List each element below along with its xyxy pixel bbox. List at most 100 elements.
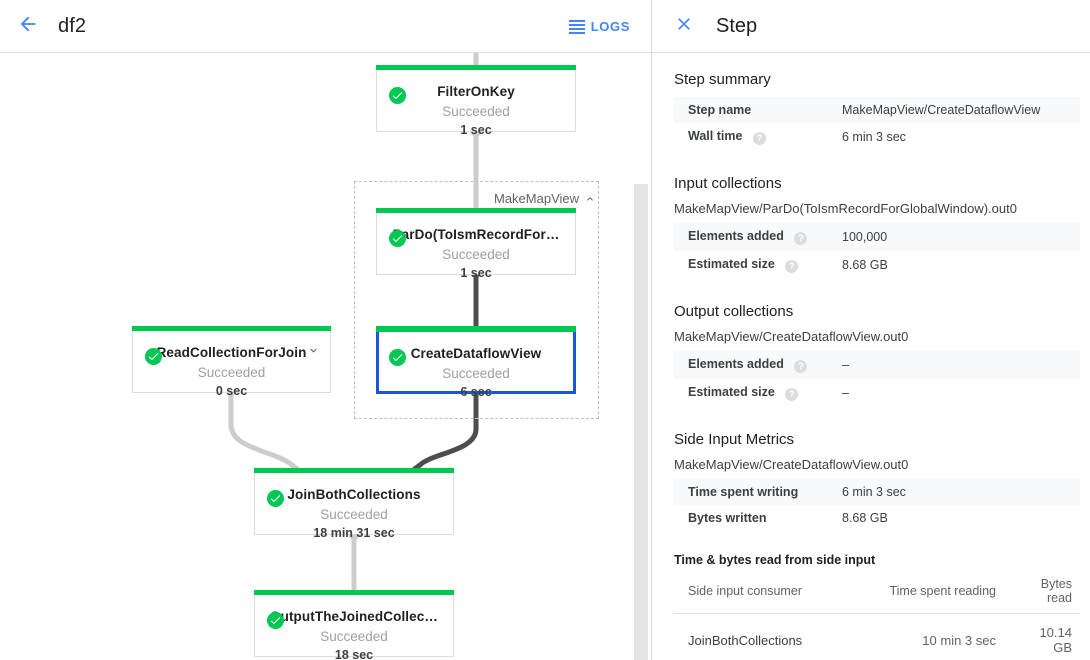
graph-edges <box>225 53 483 590</box>
graph-node-readcollectionforjoin[interactable]: ReadCollectionForJoin Succeeded 0 sec <box>132 326 331 398</box>
node-duration: 0 sec <box>215 384 248 398</box>
row-key: Bytes written <box>688 511 767 525</box>
group-label-makemapview[interactable]: MakeMapView <box>492 191 599 206</box>
node-duration: 18 min 31 sec <box>313 526 395 540</box>
column-header-consumer[interactable]: Side input consumer <box>674 571 874 614</box>
help-icon[interactable]: ? <box>752 132 766 145</box>
table-row: JoinBothCollections 10 min 3 sec 10.14 G… <box>674 613 1080 660</box>
table-row: Elements added ? – <box>674 351 1080 379</box>
graph-node-joinbothcollections[interactable]: JoinBothCollections Succeeded 18 min 31 … <box>254 468 454 540</box>
group-container-makemapview[interactable] <box>354 181 599 419</box>
node-duration: 18 sec <box>334 648 374 660</box>
column-header-time[interactable]: Time spent reading <box>874 571 1004 614</box>
side-input-collection-name: MakeMapView/CreateDataflowView.out0 <box>674 457 909 472</box>
node-status-accent <box>376 208 576 213</box>
row-key-label: Estimated size <box>688 257 775 271</box>
row-value: 100,000 <box>842 230 888 244</box>
row-key-label: Wall time <box>688 129 743 143</box>
check-circle-icon <box>389 230 406 247</box>
node-status-accent <box>376 65 576 70</box>
output-collections-heading: Output collections <box>674 303 794 320</box>
column-header-bytes[interactable]: Bytes read <box>1004 571 1080 614</box>
node-name: ReadCollectionForJoin <box>156 345 307 360</box>
step-summary-table: Step name MakeMapView/CreateDataflowView… <box>674 97 1080 151</box>
node-status: Succeeded <box>442 104 510 119</box>
node-status-accent <box>132 326 331 331</box>
output-collection-name: MakeMapView/CreateDataflowView.out0 <box>674 329 909 344</box>
step-summary-heading: Step summary <box>674 71 771 88</box>
row-value: 8.68 GB <box>842 511 888 525</box>
step-details-body: Step summary Step name MakeMapView/Creat… <box>652 53 1090 660</box>
help-icon[interactable]: ? <box>785 388 799 401</box>
check-circle-icon <box>267 490 284 507</box>
table-row: Time spent writing 6 min 3 sec <box>674 479 1080 505</box>
table-header-row: Side input consumer Time spent reading B… <box>674 571 1080 614</box>
check-circle-icon <box>267 612 284 629</box>
graph-node-filteronkey[interactable]: FilterOnKey Succeeded 1 sec <box>376 65 576 137</box>
group-label-text: MakeMapView <box>494 191 580 206</box>
graph-node-outputthejoinedcollection[interactable]: OutputTheJoinedCollec… Succeeded 18 sec <box>254 590 454 660</box>
row-key: Elements added ? <box>674 223 842 251</box>
graph-vertical-scrollbar[interactable] <box>634 184 648 660</box>
node-name: CreateDataflowView <box>410 346 542 361</box>
input-collection-name: MakeMapView/ParDo(ToIsmRecordForGlobalWi… <box>674 201 1017 216</box>
logs-button[interactable]: LOGS <box>568 18 630 34</box>
step-details-header: Step <box>652 0 1090 53</box>
cell-consumer: JoinBothCollections <box>674 613 874 660</box>
arrow-left-icon <box>17 13 39 40</box>
node-status: Succeeded <box>442 247 510 262</box>
input-collections-table: Elements added ? 100,000 Estimated size … <box>674 223 1080 279</box>
node-status-accent <box>254 590 454 595</box>
graph-canvas[interactable]: MakeMapView FilterOnKey Succeeded 1 sec <box>0 53 651 660</box>
row-value: – <box>842 358 849 372</box>
check-circle-icon <box>389 349 406 366</box>
table-row: Bytes written 8.68 GB <box>674 505 1080 531</box>
row-key-label: Step name <box>688 103 752 117</box>
top-bar: df2 LOGS <box>0 0 651 53</box>
input-collections-heading: Input collections <box>674 175 782 192</box>
back-button[interactable] <box>8 6 48 46</box>
output-collections-table: Elements added ? – Estimated size ? – <box>674 351 1080 407</box>
row-key: Time spent writing <box>688 485 799 499</box>
help-icon[interactable]: ? <box>794 232 808 245</box>
table-row: Step name MakeMapView/CreateDataflowView <box>674 97 1080 123</box>
row-key: Wall time ? <box>674 123 842 151</box>
row-value: – <box>842 386 849 400</box>
node-status: Succeeded <box>197 365 266 380</box>
row-value: 6 min 3 sec <box>842 485 906 499</box>
cell-bytes: 10.14 GB <box>1004 613 1080 660</box>
check-circle-icon <box>145 348 162 365</box>
row-key-label: Elements added <box>688 229 784 243</box>
node-status: Succeeded <box>320 507 388 522</box>
side-input-metrics-heading: Side Input Metrics <box>674 431 795 448</box>
node-status-accent <box>254 468 454 473</box>
logs-button-label: LOGS <box>590 18 630 34</box>
table-row: Elements added ? 100,000 <box>674 223 1080 251</box>
row-key: Elements added ? <box>674 351 842 379</box>
close-icon <box>674 14 694 39</box>
chevron-up-icon <box>587 196 594 201</box>
help-icon[interactable]: ? <box>794 360 808 373</box>
step-details-panel: Step Step summary Step name MakeMapView/… <box>652 0 1090 660</box>
help-icon[interactable]: ? <box>785 260 799 273</box>
node-duration: 1 sec <box>460 123 492 137</box>
page-title: df2 <box>58 14 87 37</box>
node-name: JoinBothCollections <box>287 487 421 502</box>
row-value: 8.68 GB <box>842 258 888 272</box>
node-name: OutputTheJoinedCollec… <box>270 609 438 624</box>
job-graph-panel: df2 LOGS <box>0 0 652 660</box>
row-key: Step name <box>674 97 842 123</box>
graph-node-pardo-toismrecordfor[interactable]: ParDo(ToIsmRecordFor… Succeeded 1 sec <box>376 208 576 280</box>
node-name: ParDo(ToIsmRecordFor… <box>392 227 560 242</box>
side-input-metrics-table: Time spent writing 6 min 3 sec Bytes wri… <box>674 479 1080 531</box>
node-name: FilterOnKey <box>437 84 515 99</box>
cell-time: 10 min 3 sec <box>874 613 1004 660</box>
table-row: Estimated size ? – <box>674 379 1080 407</box>
graph-node-createdataflowview[interactable]: CreateDataflowView Succeeded 6 sec <box>376 326 576 399</box>
close-button[interactable] <box>666 8 702 44</box>
chevron-down-icon[interactable] <box>307 344 320 359</box>
row-key-label: Estimated size <box>688 385 775 399</box>
node-duration: 6 sec <box>460 385 492 399</box>
node-status: Succeeded <box>442 366 510 381</box>
node-duration: 1 sec <box>460 266 492 280</box>
